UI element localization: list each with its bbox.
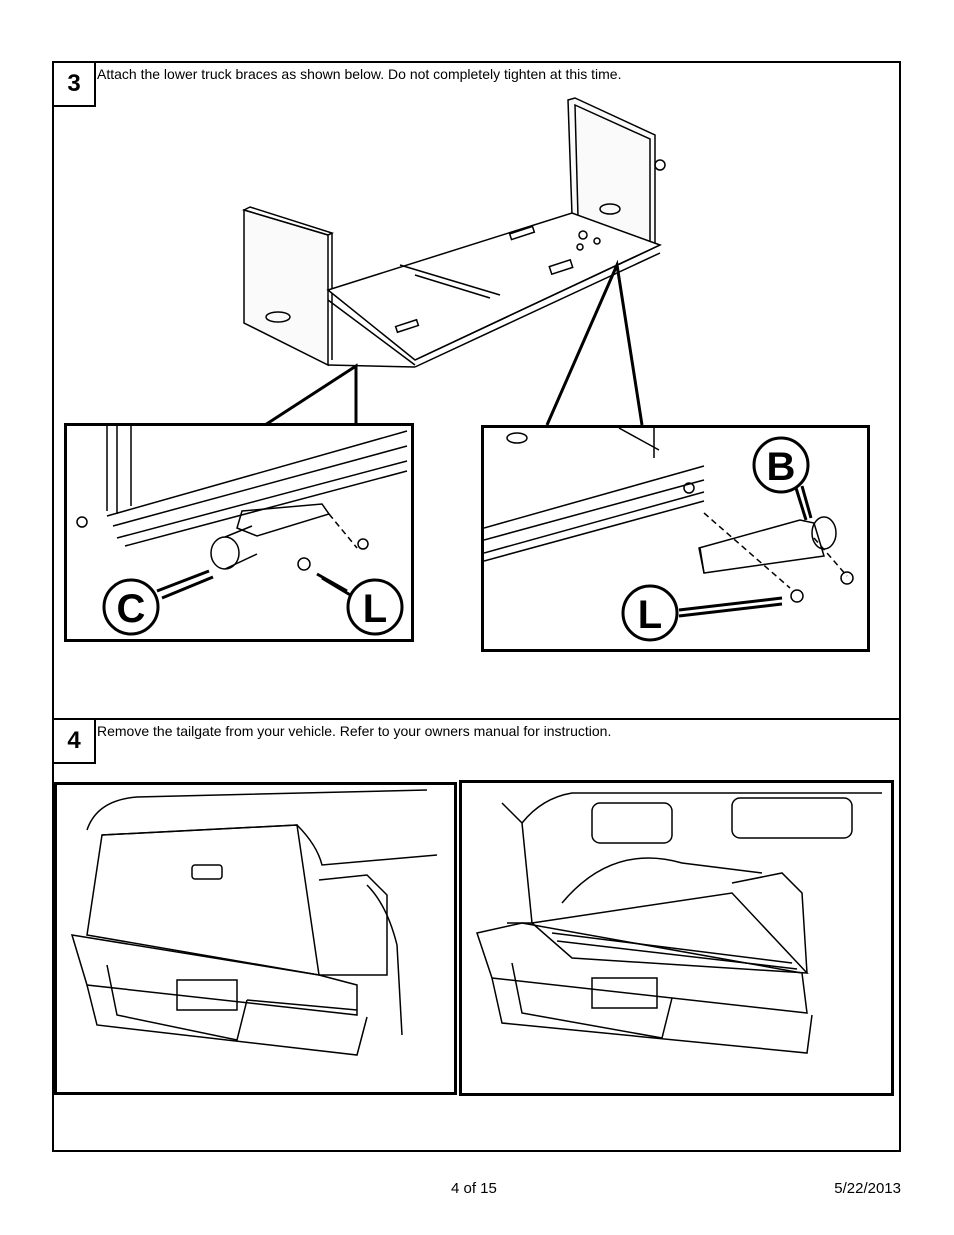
detail-leader-lines <box>264 259 644 427</box>
step-instruction: Attach the lower truck braces as shown b… <box>97 66 622 82</box>
step-number: 4 <box>54 720 96 764</box>
step-number: 3 <box>54 63 96 107</box>
page-number: 4 of 15 <box>451 1180 497 1197</box>
callout-c: C <box>117 587 146 631</box>
step-instruction: Remove the tailgate from your vehicle. R… <box>97 723 612 739</box>
callout-b: B <box>767 445 796 489</box>
callout-l: L <box>363 587 387 631</box>
callout-l-right: L <box>638 593 662 637</box>
brace-detail-drawing: C L <box>76 426 408 636</box>
cargo-carrier-assembly-drawing <box>241 97 666 368</box>
detail-view-right: B L <box>481 425 870 652</box>
brace-detail-drawing-right: B L <box>483 427 854 642</box>
tailgate-installed-image <box>54 782 457 1095</box>
detail-view-left: C L <box>64 423 414 642</box>
step-4-panel: 4 Remove the tailgate from your vehicle.… <box>52 718 901 1152</box>
document-date: 5/22/2013 <box>834 1180 901 1197</box>
tailgate-removed-image <box>459 780 894 1096</box>
